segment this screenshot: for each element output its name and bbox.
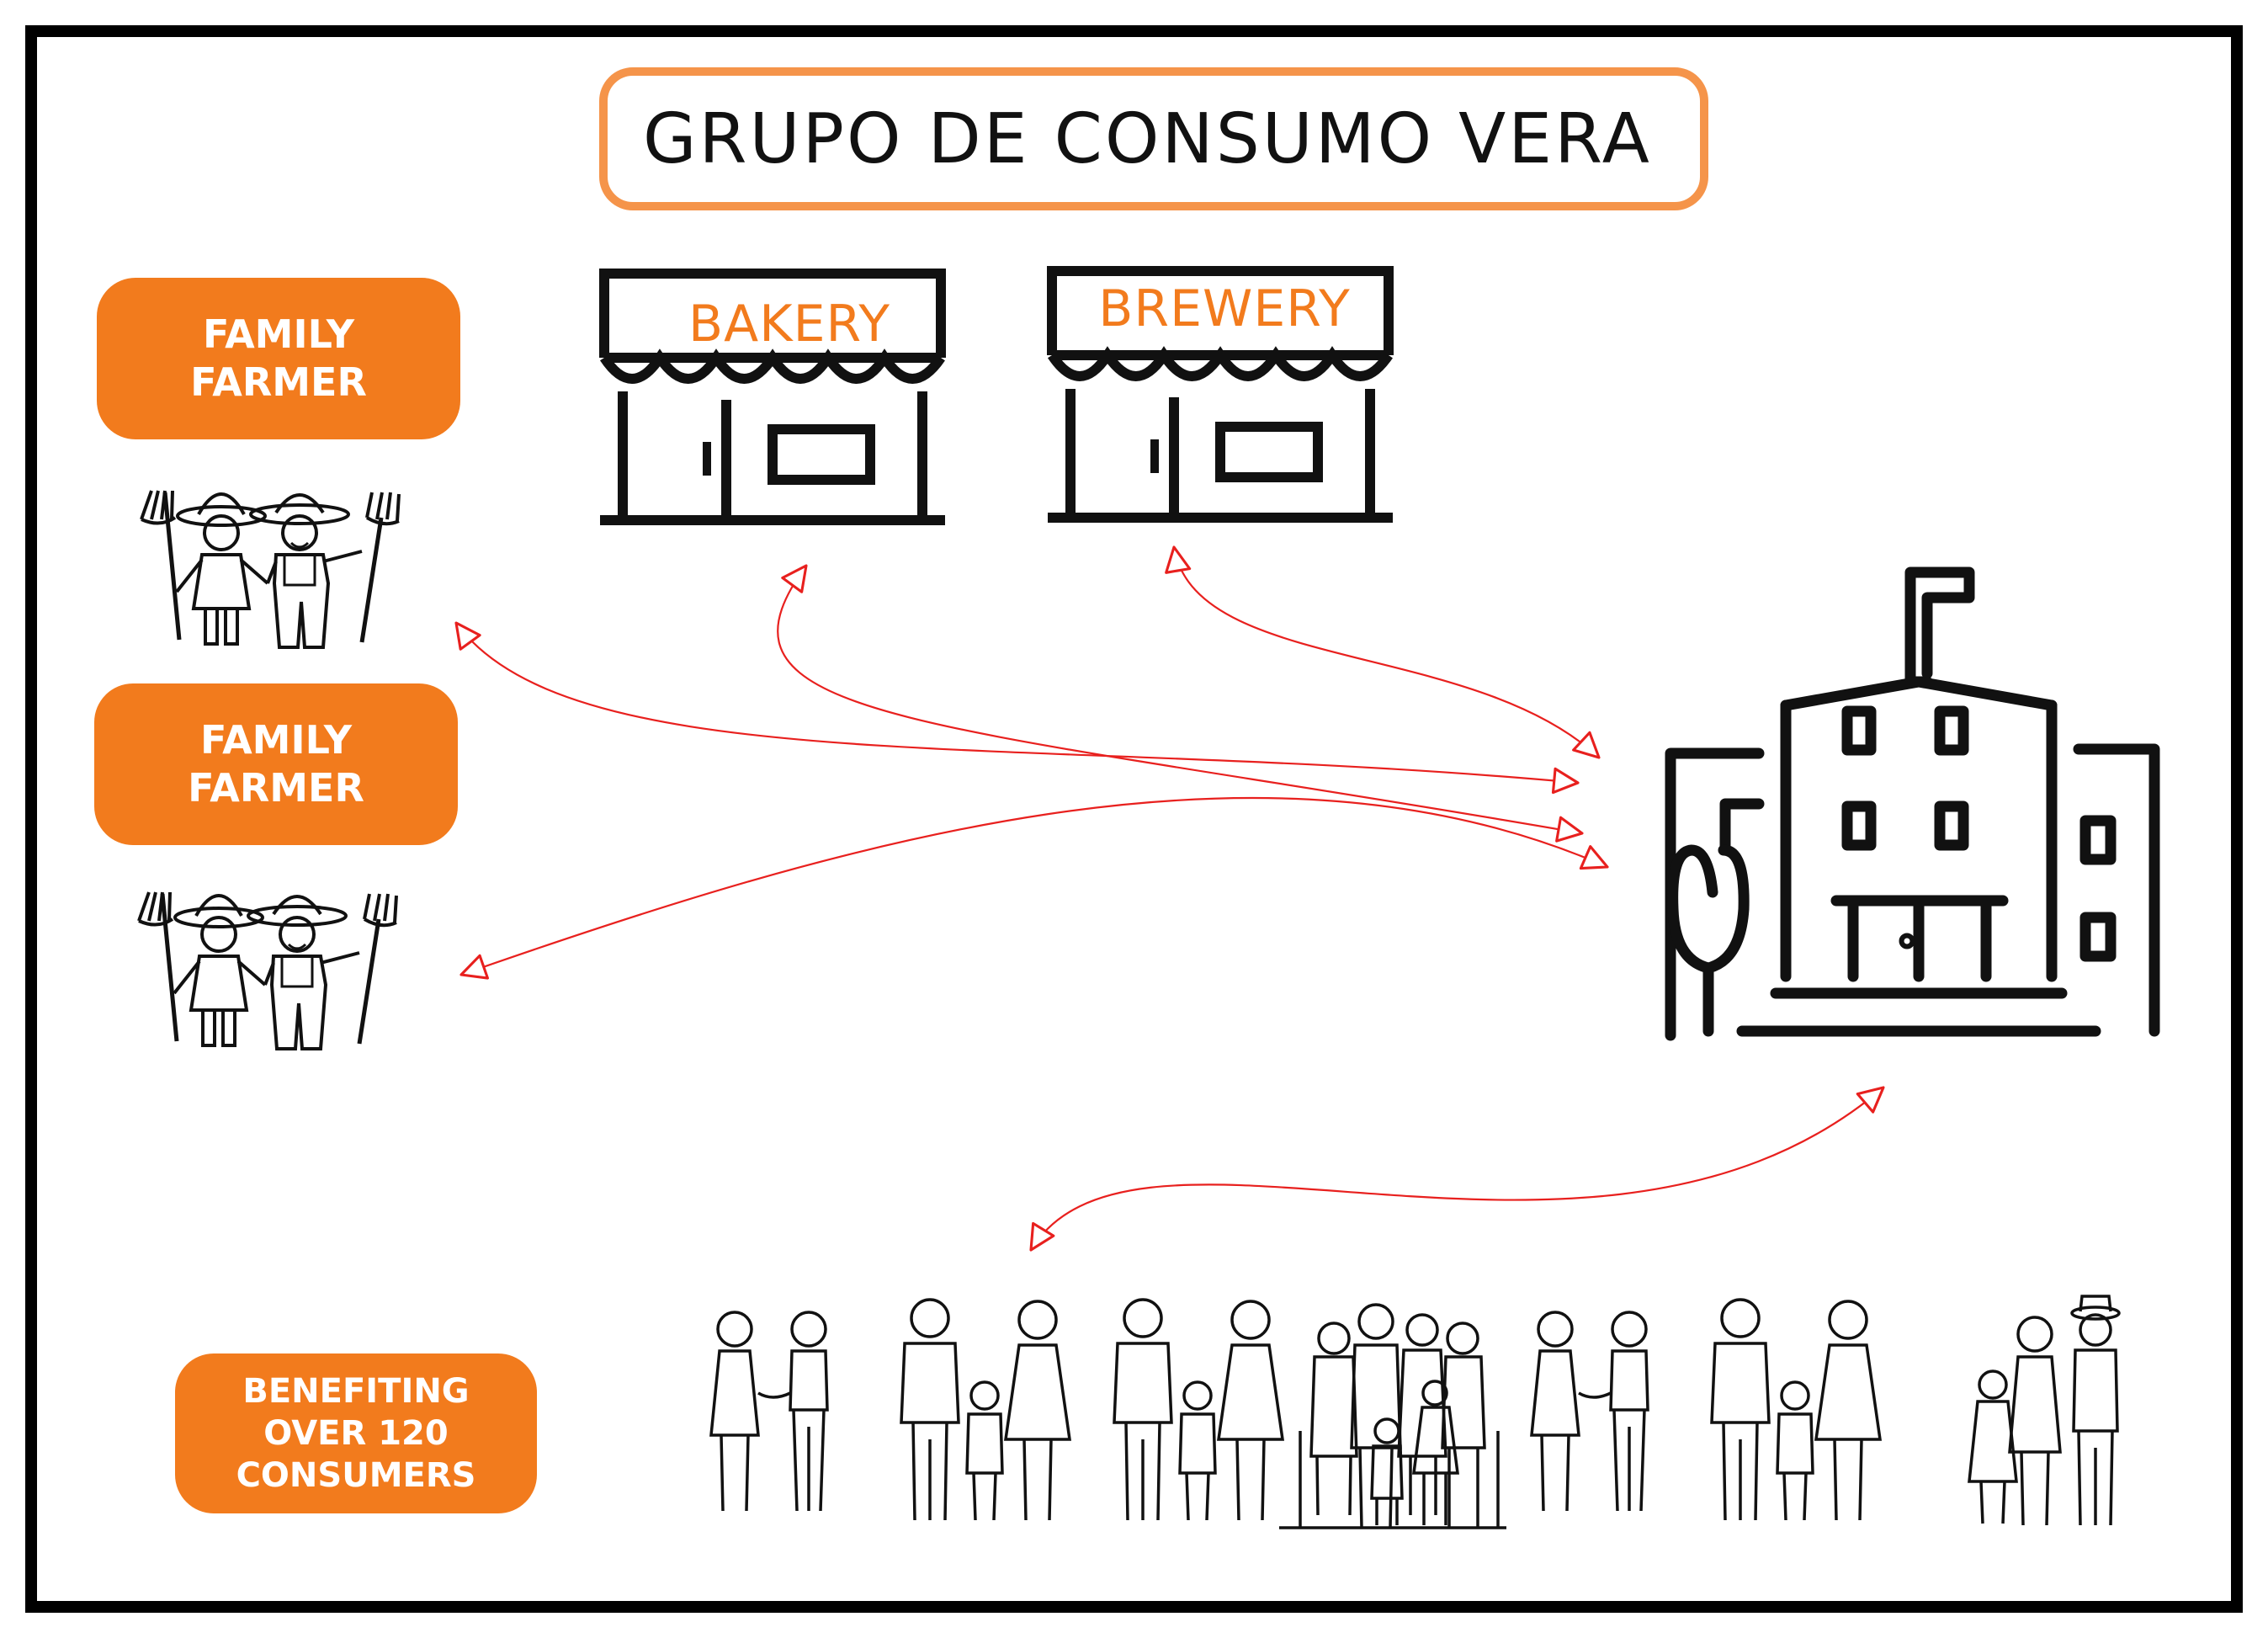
bakery-shop: BAKERY — [600, 274, 945, 520]
farmer2-to-school-arrow — [459, 796, 1609, 980]
family-farmer-label-2: FAMILY FARMER — [94, 683, 458, 845]
brewery-shop: BREWERY — [1048, 271, 1393, 518]
title-box: GRUPO DE CONSUMO VERA — [599, 67, 1708, 210]
family-icon — [1113, 1298, 1284, 1522]
family-icon — [1968, 1295, 2121, 1526]
school-building-icon — [1665, 566, 2160, 1041]
consumers-to-school-arrow — [1029, 1086, 1885, 1252]
farmer1-to-school-arrow — [454, 621, 1580, 795]
farmer-couple-icon — [139, 892, 396, 1049]
bakery-sign: BAKERY — [688, 295, 890, 354]
family-icon — [1530, 1311, 1649, 1513]
diagram-title: GRUPO DE CONSUMO VERA — [643, 98, 1652, 179]
family-icon — [709, 1311, 829, 1513]
exchange-arrows — [454, 545, 1885, 1252]
bakery-to-school-arrow — [777, 564, 1584, 843]
farmer-couple-icon — [141, 491, 399, 647]
benefiting-consumers-text: BENEFITING OVER 120 CONSUMERS — [236, 1372, 476, 1495]
family-icon — [900, 1298, 1071, 1522]
family-farmer-label-1: FAMILY FARMER — [97, 278, 460, 439]
brewery-sign: BREWERY — [1098, 279, 1351, 338]
family-icon — [1279, 1303, 1506, 1529]
family-icon — [1710, 1298, 1882, 1522]
family-farmer-text-1: FAMILY FARMER — [190, 311, 367, 406]
family-farmer-text-2: FAMILY FARMER — [188, 716, 364, 811]
brewery-to-school-arrow — [1165, 545, 1601, 759]
benefiting-consumers-label: BENEFITING OVER 120 CONSUMERS — [175, 1353, 537, 1513]
